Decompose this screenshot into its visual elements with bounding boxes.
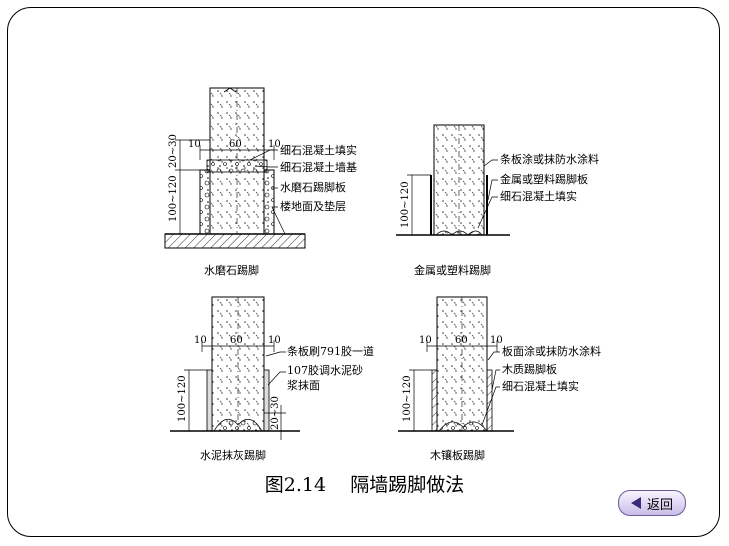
back-button[interactable]: 返回 [618,490,686,516]
panel-wood: 10 60 10 100~120 板面涂或抹防水涂料 木质踢脚板 细石混凝土填实… [398,296,601,462]
dim-20-30: 20~30 [270,396,281,430]
label-mortar-2: 浆抹面 [287,378,320,392]
label-base: 细石混凝土墙基 [280,160,357,174]
dim-left-10: 10 [419,335,432,346]
caption-cement-plaster: 水泥抹灰踢脚 [200,448,266,462]
panel-terrazzo: 10 60 10 20~30 100~120 细石混凝土填实 细石混凝土墙基 水… [164,87,357,277]
dim-right-10: 10 [268,335,281,346]
terrazzo-board-right [263,169,275,235]
label-terrazzo-board: 水磨石踢脚板 [280,180,346,194]
concrete-base [206,159,268,173]
terrazzo-board-left [199,169,211,235]
dim-center-60: 60 [455,335,468,346]
panel-metal-plastic: 100~120 条板涂或抹防水涂料 金属或塑料踢脚板 细石混凝土填实 金属或塑料… [396,124,599,277]
slide-frame [7,7,720,537]
floor-layer [164,233,306,249]
dim-center-60: 60 [230,335,243,346]
plaster-left [206,369,213,432]
label-fill: 细石混凝土填实 [502,379,579,393]
label-fill: 细石混凝土填实 [280,143,357,157]
dim-right-10: 10 [490,335,503,346]
dim-right-10: 10 [268,139,281,150]
label-metal-board: 金属或塑料踢脚板 [500,172,588,186]
plaster-right [263,369,270,432]
caption-metal-plastic: 金属或塑料踢脚 [414,263,491,277]
dim-20-30: 20~30 [168,134,179,168]
dim-left-10: 10 [188,139,201,150]
dim-100-120: 100~120 [400,181,411,228]
label-waterproof: 板面涂或抹防水涂料 [502,344,601,358]
figure-title: 图2.14 隔墙踢脚做法 [264,474,465,496]
label-wood-board: 木质踢脚板 [502,362,557,376]
dim-100-120: 100~120 [177,375,188,422]
back-button-label: 返回 [646,497,673,513]
left-arrow-icon [630,497,641,509]
caption-terrazzo: 水磨石踢脚 [204,263,259,277]
label-floor: 楼地面及垫层 [280,199,346,213]
dim-100-120: 100~120 [402,375,413,422]
label-mortar-1: 107胶调水泥砂 [287,363,363,377]
dim-left-10: 10 [194,335,207,346]
wood-board-left [431,369,438,432]
label-fill: 细石混凝土填实 [500,189,577,203]
label-glue: 条板刷791胶一道 [287,344,374,358]
dim-100-120: 100~120 [168,175,179,222]
caption-wood: 木镶板踢脚 [430,448,485,462]
label-waterproof: 条板涂或抹防水涂料 [500,152,599,166]
dim-center-60: 60 [229,139,242,150]
panel-cement-plaster: 10 60 10 100~120 20~30 条板刷791胶一道 107胶调水泥… [170,296,374,462]
